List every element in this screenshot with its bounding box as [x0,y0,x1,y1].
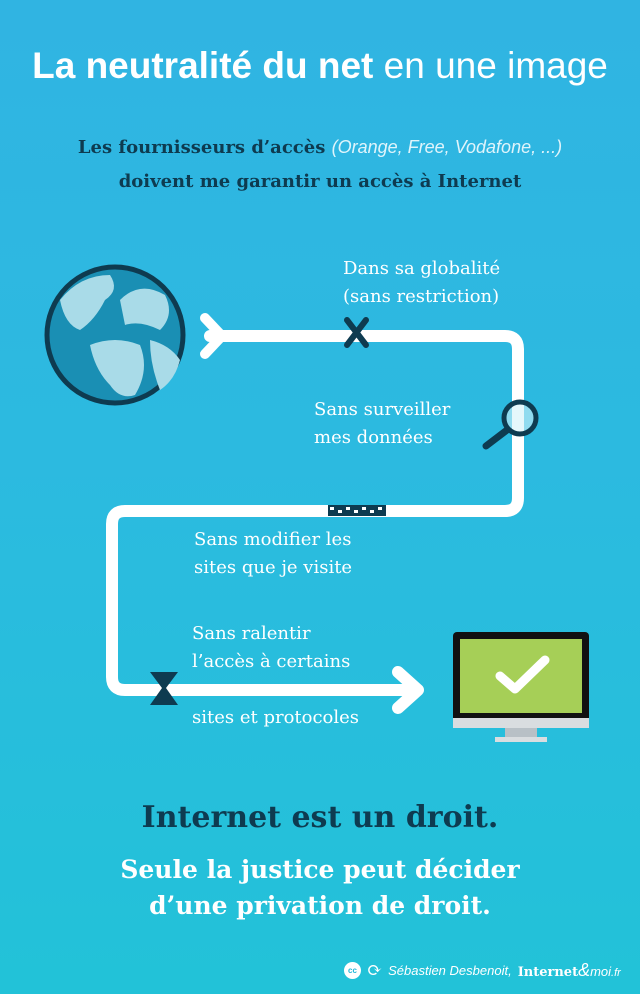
label-slowdown-end: sites et protocoles [192,707,360,728]
modified-data-icon [328,505,386,516]
conclusion-text: Seule la justice peut décider d’une priva… [0,852,640,924]
label-slowdown: Sans ralentir l’accès à certains [192,620,350,676]
label-text: mes données [314,427,433,448]
hourglass-icon [150,672,178,705]
label-text: Dans sa globalité [343,258,501,279]
label-text: Sans modifier les [194,529,352,550]
label-text: Sans ralentir [192,623,311,644]
share-alike-icon: ⟳ [367,960,383,981]
label-surveillance: Sans surveiller mes données [314,396,450,452]
subtitle-bold: Les fournisseurs d’accès [77,137,326,158]
block-x-icon [344,317,369,348]
label-globality: Dans sa globalité (sans restriction) [343,255,500,311]
conclusion-line: d’une privation de droit. [149,891,491,920]
magnifier-icon [482,399,539,450]
computer-monitor-icon [453,632,589,742]
site-b: moi [590,964,612,979]
subtitle: Les fournisseurs d’accès (Orange, Free, … [0,130,640,199]
credit-site: Internet&moi.fr [518,960,621,981]
route-start-chevron [200,313,227,359]
site-amp: & [578,960,591,980]
route-line [106,330,524,696]
title-bold: La neutralité du net [32,45,374,86]
site-a: Internet [517,965,579,980]
label-text: (sans restriction) [343,286,500,307]
route-arrow-head [392,666,424,714]
credit: cc ⟳ Sébastien Desbenoit, Internet&moi.f… [344,960,621,981]
conclusion-title: Internet est un droit. [141,800,499,835]
page-title: La neutralité du net en une image [0,44,640,88]
site-tld: .fr [611,967,621,979]
checkmark-icon [495,655,550,694]
label-text: l’accès à certains [192,651,351,672]
label-text: sites que je visite [194,557,353,578]
subtitle-line2: doivent me garantir un accès à Internet [118,171,522,192]
credit-author: Sébastien Desbenoit, [388,963,512,978]
label-text: Sans surveiller [314,399,451,420]
label-modification: Sans modifier les sites que je visite [194,526,352,582]
title-light: en une image [383,45,608,86]
creative-commons-icon: cc [344,962,361,979]
subtitle-isps: (Orange, Free, Vodafone, ...) [331,137,563,157]
conclusion-line: Seule la justice peut décider [120,855,520,884]
globe-icon [44,264,186,406]
